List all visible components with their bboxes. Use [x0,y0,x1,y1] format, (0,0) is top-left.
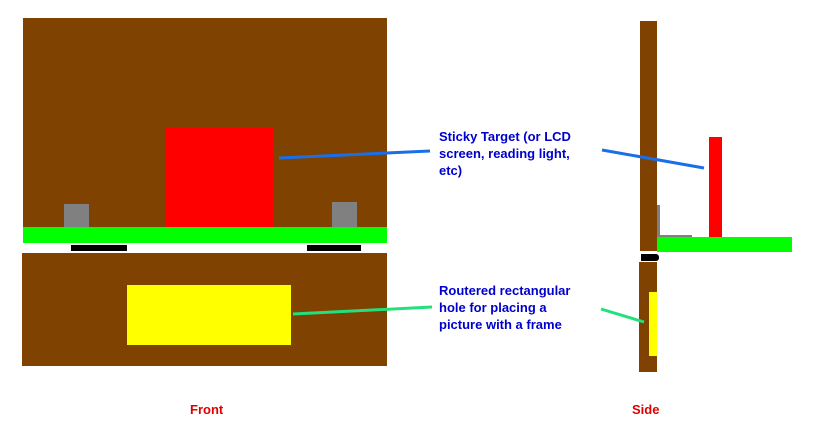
routered-hole-label-line-1: Routered rectangular [439,283,571,298]
sticky-target-label: Sticky Target (or LCD screen, reading li… [439,128,571,179]
sticky-target-pointer-left [278,149,431,160]
side-caption: Side [632,402,660,417]
front-right-hinge [307,245,361,251]
side-sticky-target [709,137,722,238]
front-left-hinge [71,245,127,251]
side-upper-panel [640,21,657,251]
side-shelf [657,237,792,252]
sticky-target-pointer-right [601,148,705,170]
front-picture-hole [127,285,291,345]
front-left-bracket [64,204,89,228]
front-sticky-target [165,128,273,228]
side-bracket-vertical [657,205,660,238]
picture-hole-pointer-left [292,305,433,316]
front-caption: Front [190,402,224,417]
side-picture-hole [649,292,657,356]
front-shelf [23,227,387,243]
front-right-bracket [332,202,357,228]
sticky-target-label-line-2: screen, reading light, [439,146,570,161]
routered-hole-label-line-3: picture with a frame [439,317,562,332]
routered-hole-label-line-2: hole for placing a [439,300,547,315]
routered-hole-label: Routered rectangular hole for placing a … [439,282,570,333]
sticky-target-label-line-3: etc) [439,163,463,178]
side-bracket-horizontal [657,235,692,238]
picture-hole-pointer-right [600,307,645,324]
side-hinge [641,254,659,261]
sticky-target-label-line-1: Sticky Target (or LCD [439,129,571,144]
